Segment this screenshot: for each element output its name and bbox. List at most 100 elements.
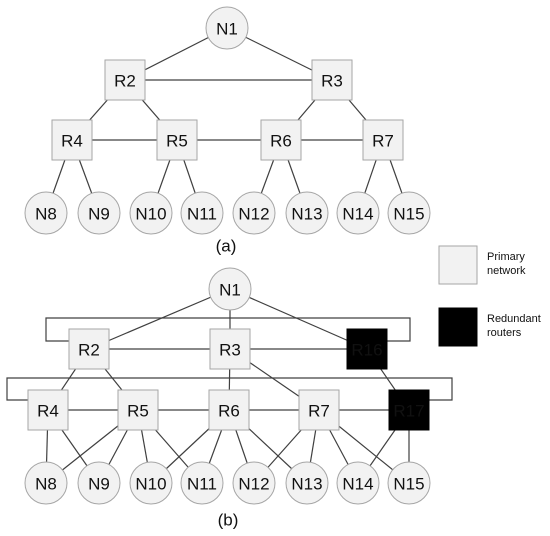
host-circle xyxy=(180,461,224,505)
router-square xyxy=(311,59,353,101)
a-node-n12: N12 xyxy=(232,191,276,235)
legend-label-redundant: Redundant xyxy=(487,313,541,325)
legend-label-redundant: routers xyxy=(487,327,522,339)
router-square xyxy=(362,119,404,161)
legend-swatch-redundant xyxy=(438,307,478,347)
b-edge-r4-r17 xyxy=(6,377,453,401)
host-circle xyxy=(77,191,121,235)
host-circle xyxy=(336,461,380,505)
node-label: N8 xyxy=(35,475,57,494)
b-node-r3: R3 xyxy=(209,328,251,370)
node-label: N9 xyxy=(88,475,110,494)
node-label: N11 xyxy=(187,475,217,494)
a-node-r3: R3 xyxy=(311,59,353,101)
node-label: R4 xyxy=(61,132,83,151)
node-label: R3 xyxy=(219,341,241,360)
node-label: R2 xyxy=(114,72,136,91)
b-node-n10: N10 xyxy=(129,461,173,505)
host-circle xyxy=(387,461,431,505)
diagram-a-caption: (a) xyxy=(216,237,237,256)
b-node-n8: N8 xyxy=(24,461,68,505)
node-label: N15 xyxy=(393,205,424,224)
b-node-r6: R6 xyxy=(208,389,250,431)
b-node-r17: R17 xyxy=(388,389,430,431)
a-node-n11: N11 xyxy=(180,191,224,235)
node-label: R7 xyxy=(372,132,394,151)
a-node-n9: N9 xyxy=(77,191,121,235)
host-circle xyxy=(129,191,173,235)
diagram-a-edges xyxy=(45,27,410,214)
b-node-n14: N14 xyxy=(336,461,380,505)
host-circle xyxy=(232,191,276,235)
a-node-n8: N8 xyxy=(24,191,68,235)
a-node-n14: N14 xyxy=(336,191,380,235)
host-circle xyxy=(232,461,276,505)
host-circle xyxy=(208,267,252,311)
node-label: R7 xyxy=(308,402,330,421)
node-label: R2 xyxy=(78,341,100,360)
node-label: N8 xyxy=(35,205,57,224)
node-label: R6 xyxy=(218,402,240,421)
router-square xyxy=(68,328,110,370)
node-label: N9 xyxy=(88,205,110,224)
b-edge-r2-r16 xyxy=(45,317,411,342)
redundant-router-square xyxy=(346,328,388,370)
node-label: R6 xyxy=(270,132,292,151)
legend-label-primary: Primary xyxy=(487,251,525,263)
host-circle xyxy=(129,461,173,505)
node-label: N10 xyxy=(135,205,166,224)
a-node-r2: R2 xyxy=(104,59,146,101)
diagram-b-caption: (b) xyxy=(218,511,239,530)
host-circle xyxy=(387,191,431,235)
host-circle xyxy=(24,461,68,505)
node-label: N13 xyxy=(291,475,322,494)
router-square xyxy=(117,389,159,431)
diagram-b-edges xyxy=(6,288,453,484)
node-label: N13 xyxy=(291,205,322,224)
a-node-n1: N1 xyxy=(205,6,249,50)
a-node-n15: N15 xyxy=(387,191,431,235)
host-circle xyxy=(285,191,329,235)
router-square xyxy=(209,328,251,370)
a-node-r4: R4 xyxy=(51,119,93,161)
host-circle xyxy=(77,461,121,505)
b-node-n11: N11 xyxy=(180,461,224,505)
b-edge-n1-r2 xyxy=(88,288,231,350)
b-node-r16: R16 xyxy=(346,328,388,370)
node-label: R4 xyxy=(37,402,59,421)
router-square xyxy=(27,389,69,431)
b-node-n9: N9 xyxy=(77,461,121,505)
legend-label-primary: network xyxy=(487,265,526,277)
node-label: R17 xyxy=(393,402,424,421)
b-node-r4: R4 xyxy=(27,389,69,431)
host-circle xyxy=(180,191,224,235)
host-circle xyxy=(205,6,249,50)
b-node-n13: N13 xyxy=(285,461,329,505)
a-node-r7: R7 xyxy=(362,119,404,161)
node-label: N12 xyxy=(238,475,269,494)
node-label: R5 xyxy=(127,402,149,421)
node-label: N14 xyxy=(342,475,373,494)
b-edge-n1-r16 xyxy=(229,288,368,350)
router-square xyxy=(104,59,146,101)
router-square xyxy=(156,119,198,161)
b-node-r2: R2 xyxy=(68,328,110,370)
router-square xyxy=(260,119,302,161)
node-label: N1 xyxy=(219,281,241,300)
router-square xyxy=(51,119,93,161)
redundant-router-square xyxy=(388,389,430,431)
node-label: N15 xyxy=(393,475,424,494)
router-square xyxy=(208,389,250,431)
b-node-n15: N15 xyxy=(387,461,431,505)
legend-swatch-primary xyxy=(438,245,478,285)
node-label: N12 xyxy=(238,205,269,224)
host-circle xyxy=(285,461,329,505)
node-label: N1 xyxy=(216,20,238,39)
a-node-r6: R6 xyxy=(260,119,302,161)
node-label: N14 xyxy=(342,205,373,224)
b-node-n12: N12 xyxy=(232,461,276,505)
